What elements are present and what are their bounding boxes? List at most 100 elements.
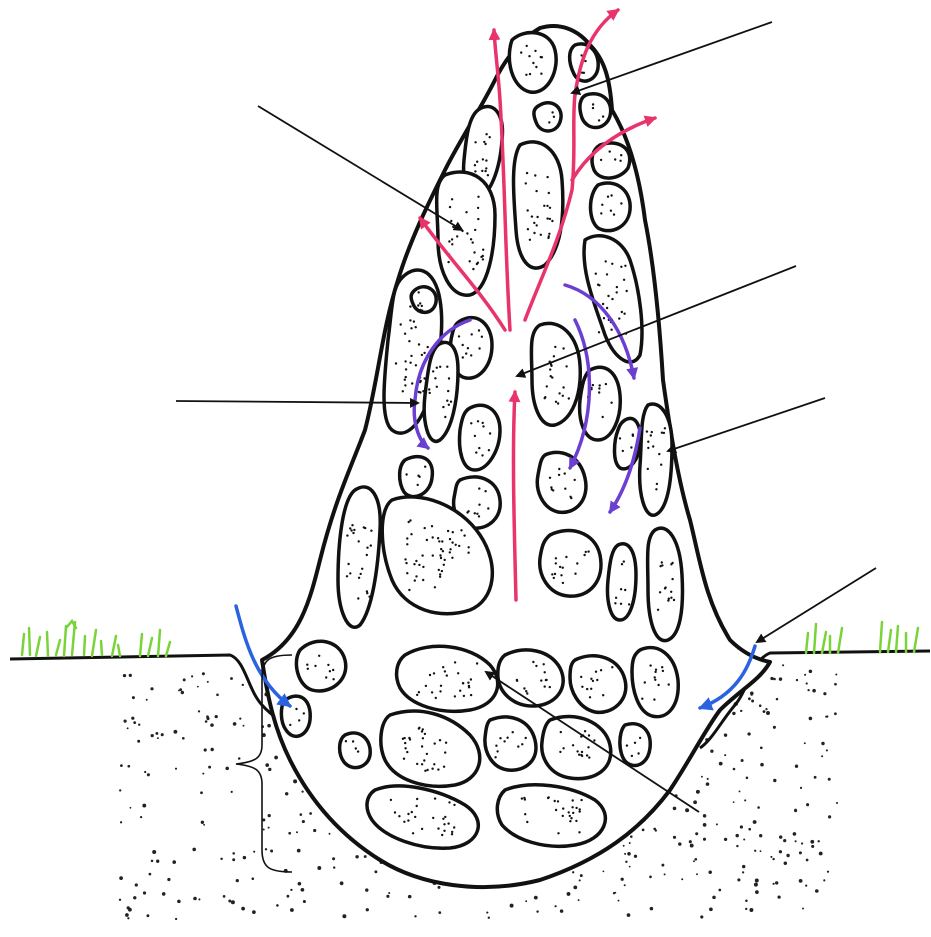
soil-dot <box>743 838 745 840</box>
soil-dot <box>649 876 652 879</box>
soil-dot <box>811 845 814 848</box>
speckle-dot <box>406 751 408 753</box>
soil-dot <box>806 859 809 862</box>
soil-dot <box>211 748 214 751</box>
soil-dot <box>801 842 803 844</box>
speckle-dot <box>419 302 421 304</box>
soil-dot <box>695 832 698 835</box>
speckle-dot <box>451 541 453 543</box>
soil-dot <box>573 885 577 889</box>
soil-dot <box>629 866 631 868</box>
speckle-dot <box>526 45 528 47</box>
speckle-dot <box>472 268 474 270</box>
speckle-dot <box>353 529 355 531</box>
speckle-dot <box>597 284 599 286</box>
soil-dot <box>642 829 645 832</box>
speckle-dot <box>462 344 464 346</box>
speckle-dot <box>477 207 479 209</box>
soil-dot <box>772 883 774 885</box>
speckle-dot <box>540 73 542 75</box>
speckle-dot <box>586 688 588 690</box>
speckle-dot <box>443 823 445 825</box>
speckle-dot <box>468 685 470 687</box>
speckle-dot <box>562 815 564 817</box>
soil-dot <box>821 755 823 757</box>
speckle-dot <box>465 352 467 354</box>
speckle-dot <box>488 449 490 451</box>
speckle-dot <box>481 336 483 338</box>
soil-dot <box>156 860 159 863</box>
speckle-dot <box>446 366 448 368</box>
speckle-dot <box>623 279 625 281</box>
speckle-dot <box>523 687 525 689</box>
speckle-dot <box>431 691 433 693</box>
soil-dot <box>364 855 367 858</box>
speckle-dot <box>592 680 594 682</box>
speckle-dot <box>562 807 564 809</box>
soil-dot <box>624 884 626 886</box>
speckle-dot <box>470 678 472 680</box>
speckle-dot <box>628 603 630 605</box>
speckle-dot <box>408 589 410 591</box>
speckle-dot <box>551 111 553 113</box>
soil-dot <box>733 801 735 803</box>
speckle-dot <box>467 682 469 684</box>
speckle-dot <box>512 731 514 733</box>
speckle-dot <box>438 540 440 542</box>
speckle-dot <box>434 586 436 588</box>
soil-dot <box>414 915 416 917</box>
speckle-dot <box>534 50 536 52</box>
soil-dot <box>287 895 290 898</box>
soil-dot <box>796 679 798 681</box>
soil-dot <box>181 691 184 694</box>
speckle-dot <box>670 597 672 599</box>
speckle-dot <box>409 305 411 307</box>
speckle-dot <box>576 562 578 564</box>
soil-dot <box>804 674 806 676</box>
speckle-dot <box>575 820 577 822</box>
speckle-dot <box>487 507 489 509</box>
speckle-dot <box>474 435 476 437</box>
speckle-dot <box>639 737 641 739</box>
speckle-dot <box>554 800 556 802</box>
speckle-dot <box>532 661 534 663</box>
speckle-dot <box>632 433 634 435</box>
soil-dot <box>777 895 780 898</box>
speckle-dot <box>602 416 604 418</box>
speckle-dot <box>620 603 622 605</box>
soil-dot <box>265 848 267 850</box>
speckle-dot <box>451 198 453 200</box>
speckle-dot <box>562 582 564 584</box>
soil-dot <box>225 767 229 771</box>
speckle-dot <box>407 819 409 821</box>
speckle-dot <box>601 204 603 206</box>
speckle-dot <box>551 573 553 575</box>
speckle-dot <box>482 258 484 260</box>
speckle-dot <box>414 579 416 581</box>
soil-dot <box>510 904 514 908</box>
speckle-dot <box>610 210 612 212</box>
soil-dot <box>783 839 786 842</box>
speckle-dot <box>314 665 316 667</box>
soil-dot <box>293 779 297 783</box>
speckle-dot <box>562 567 564 569</box>
speckle-dot <box>456 235 458 237</box>
speckle-dot <box>549 207 551 209</box>
soil-dot <box>309 812 312 815</box>
soil-dot <box>317 866 321 870</box>
soil-dot <box>239 717 241 719</box>
soil-dot <box>627 852 631 856</box>
soil-dot <box>763 710 766 713</box>
speckle-dot <box>655 488 657 490</box>
speckle-dot <box>544 685 546 687</box>
speckle-dot <box>611 263 613 265</box>
speckle-dot <box>405 562 407 564</box>
soil-dot <box>560 909 564 913</box>
soil-dot <box>127 727 129 729</box>
soil-dot <box>740 825 743 828</box>
speckle-dot <box>644 681 646 683</box>
speckle-dot <box>459 690 461 692</box>
soil-dot <box>800 787 802 789</box>
soil-dot <box>776 698 779 701</box>
speckle-dot <box>418 343 420 345</box>
